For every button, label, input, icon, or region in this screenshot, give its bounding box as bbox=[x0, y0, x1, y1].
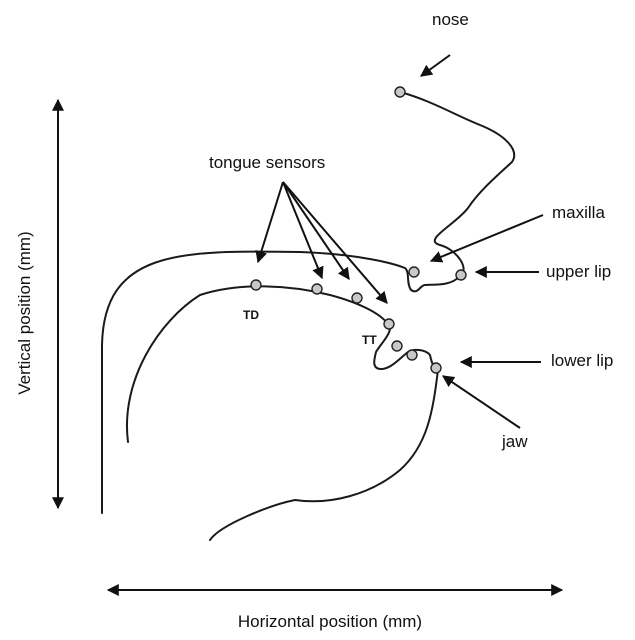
lower-incisor-sensor bbox=[392, 341, 402, 351]
jaw-arrow bbox=[443, 376, 520, 428]
lower-lip-label: lower lip bbox=[551, 351, 613, 370]
lower-lip-sensor bbox=[431, 363, 441, 373]
tongue-sensor-td bbox=[251, 280, 261, 290]
tongue-sensor-tt bbox=[384, 319, 394, 329]
jaw-sensor bbox=[407, 350, 417, 360]
tongue-sensors-label: tongue sensors bbox=[209, 153, 325, 172]
nose-sensor bbox=[395, 87, 405, 97]
nose-arrow bbox=[421, 55, 450, 76]
nose-label: nose bbox=[432, 10, 469, 29]
maxilla-label: maxilla bbox=[552, 203, 605, 222]
x-axis-label: Horizontal position (mm) bbox=[238, 612, 422, 631]
jaw-label: jaw bbox=[501, 432, 528, 451]
maxilla-arrow bbox=[431, 215, 543, 261]
tongue-sensor-3 bbox=[352, 293, 362, 303]
tongue-sensor-2 bbox=[312, 284, 322, 294]
td-label: TD bbox=[243, 308, 259, 322]
upper-lip-label: upper lip bbox=[546, 262, 611, 281]
maxilla-sensor bbox=[409, 267, 419, 277]
y-axis-label: Vertical position (mm) bbox=[15, 231, 34, 394]
tongue-arrow-td bbox=[258, 182, 283, 262]
upper-lip-sensor bbox=[456, 270, 466, 280]
tt-label: TT bbox=[362, 333, 377, 347]
tongue-arrow-tt bbox=[283, 182, 387, 303]
